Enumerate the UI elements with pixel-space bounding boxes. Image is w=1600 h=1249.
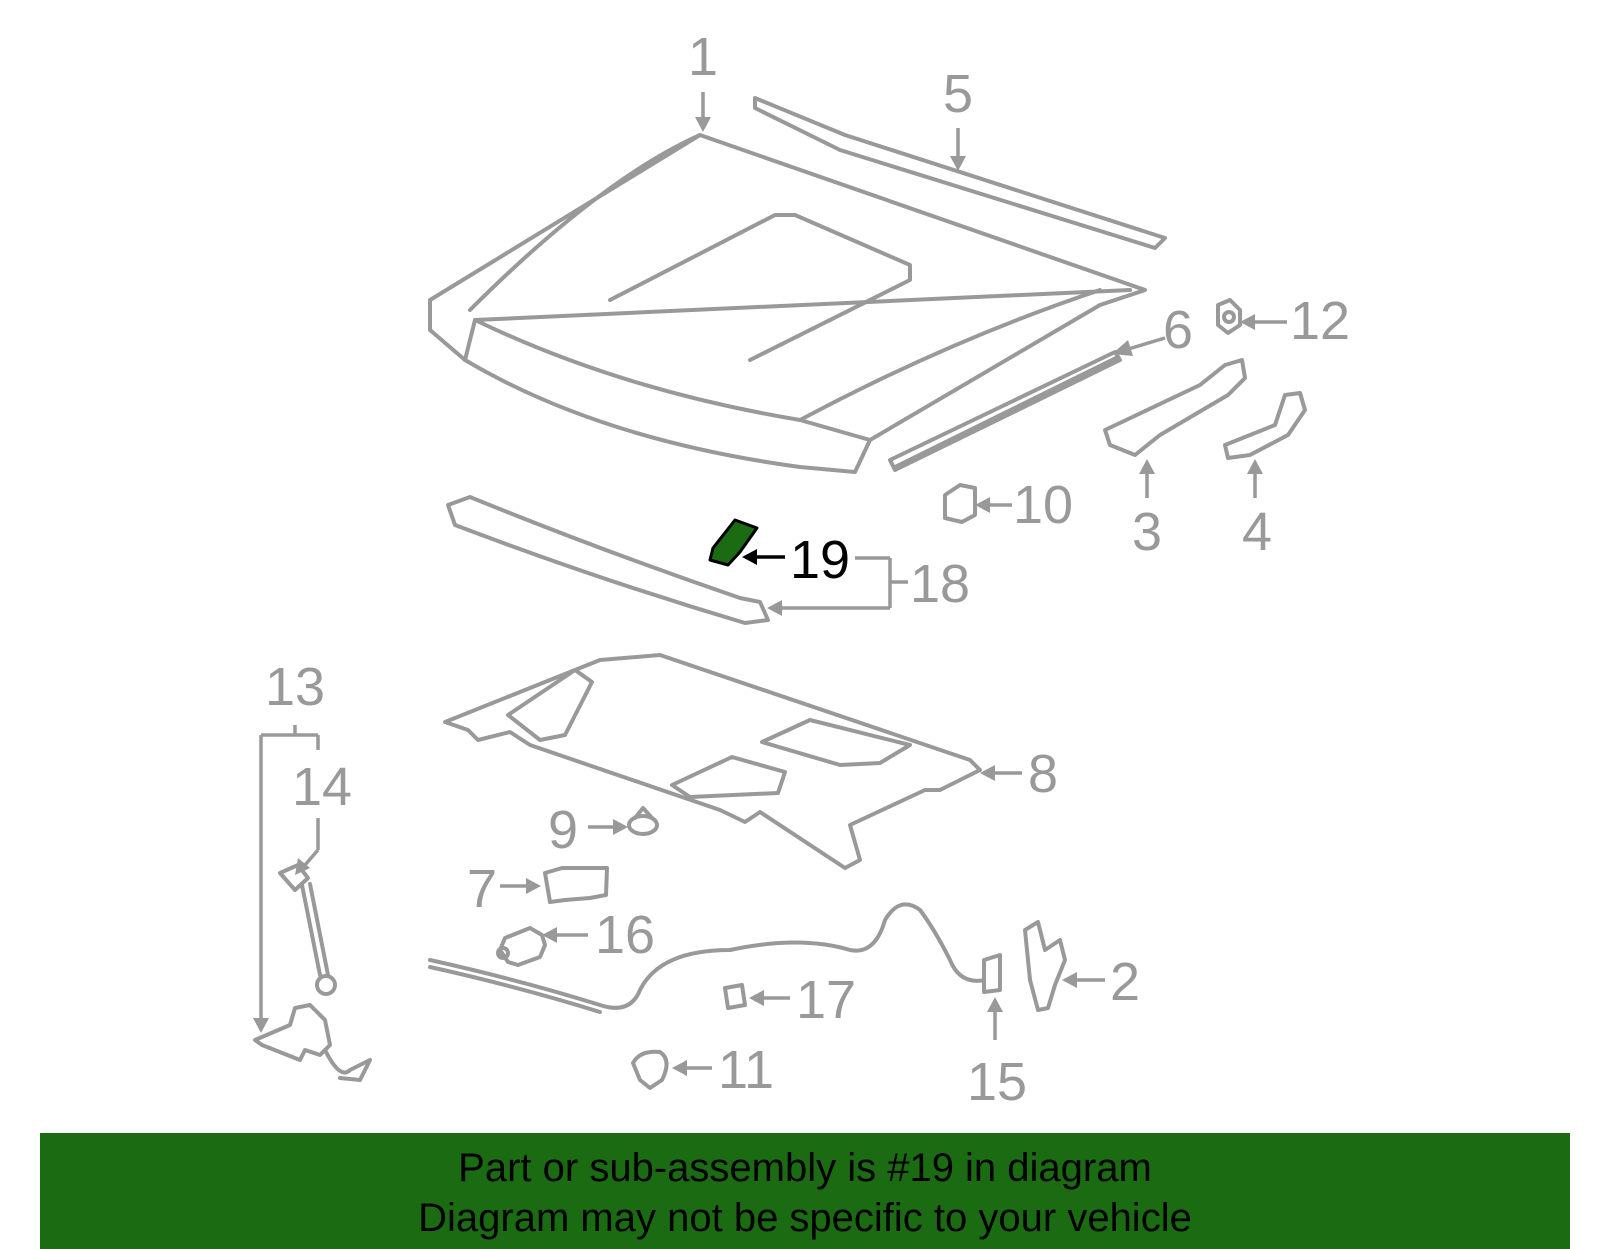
callout-leaders (253, 92, 1287, 1076)
callout-5: 5 (943, 64, 973, 124)
callout-19-leader (742, 549, 785, 565)
part-6-side-strip[interactable] (888, 350, 1122, 472)
part-8-insulator[interactable] (443, 653, 982, 870)
part-2-latch-bracket[interactable] (1023, 920, 1067, 1012)
part-19-highlighted[interactable] (708, 518, 759, 567)
part-3-bracket[interactable] (1103, 358, 1247, 457)
callout-9: 9 (548, 800, 578, 860)
part-15-cable[interactable] (428, 902, 1002, 1014)
part-12-nut[interactable] (1216, 298, 1242, 335)
part-9-clip[interactable] (627, 806, 659, 836)
callout-15: 15 (967, 1052, 1027, 1112)
part-10-bumper[interactable] (943, 483, 977, 524)
part-17-pad[interactable] (723, 983, 747, 1010)
callout-18: 18 (910, 554, 970, 614)
callout-1: 1 (688, 27, 718, 87)
callout-14: 14 (292, 757, 352, 817)
callout-13: 13 (265, 657, 325, 717)
callout-2: 2 (1110, 952, 1140, 1012)
callout-4: 4 (1242, 502, 1272, 562)
callout-10: 10 (1013, 475, 1073, 535)
part-4-bracket[interactable] (1223, 391, 1307, 460)
part-13-hinge[interactable] (253, 1003, 372, 1082)
part-16-bumper[interactable] (496, 926, 547, 967)
part-11-bumper[interactable] (631, 1049, 669, 1090)
callout-17: 17 (796, 970, 856, 1030)
part-18-molding[interactable] (446, 495, 770, 625)
callout-3: 3 (1132, 502, 1162, 562)
part-5-weatherstrip[interactable] (753, 96, 1167, 250)
part-7-bracket[interactable] (543, 866, 609, 904)
callout-16: 16 (595, 905, 655, 965)
banner-line-2: Diagram may not be specific to your vehi… (418, 1196, 1192, 1240)
callout-11: 11 (718, 1040, 774, 1100)
part-1-hood[interactable] (428, 133, 1147, 474)
callout-19: 19 (790, 530, 850, 590)
callout-7: 7 (467, 859, 497, 919)
callout-12: 12 (1290, 291, 1350, 351)
callout-8: 8 (1028, 744, 1058, 804)
disclaimer-banner: Part or sub-assembly is #19 in diagram D… (40, 1133, 1570, 1249)
callout-6: 6 (1163, 300, 1193, 360)
part-14-support-rod[interactable] (278, 863, 337, 996)
banner-line-1: Part or sub-assembly is #19 in diagram (458, 1146, 1152, 1190)
